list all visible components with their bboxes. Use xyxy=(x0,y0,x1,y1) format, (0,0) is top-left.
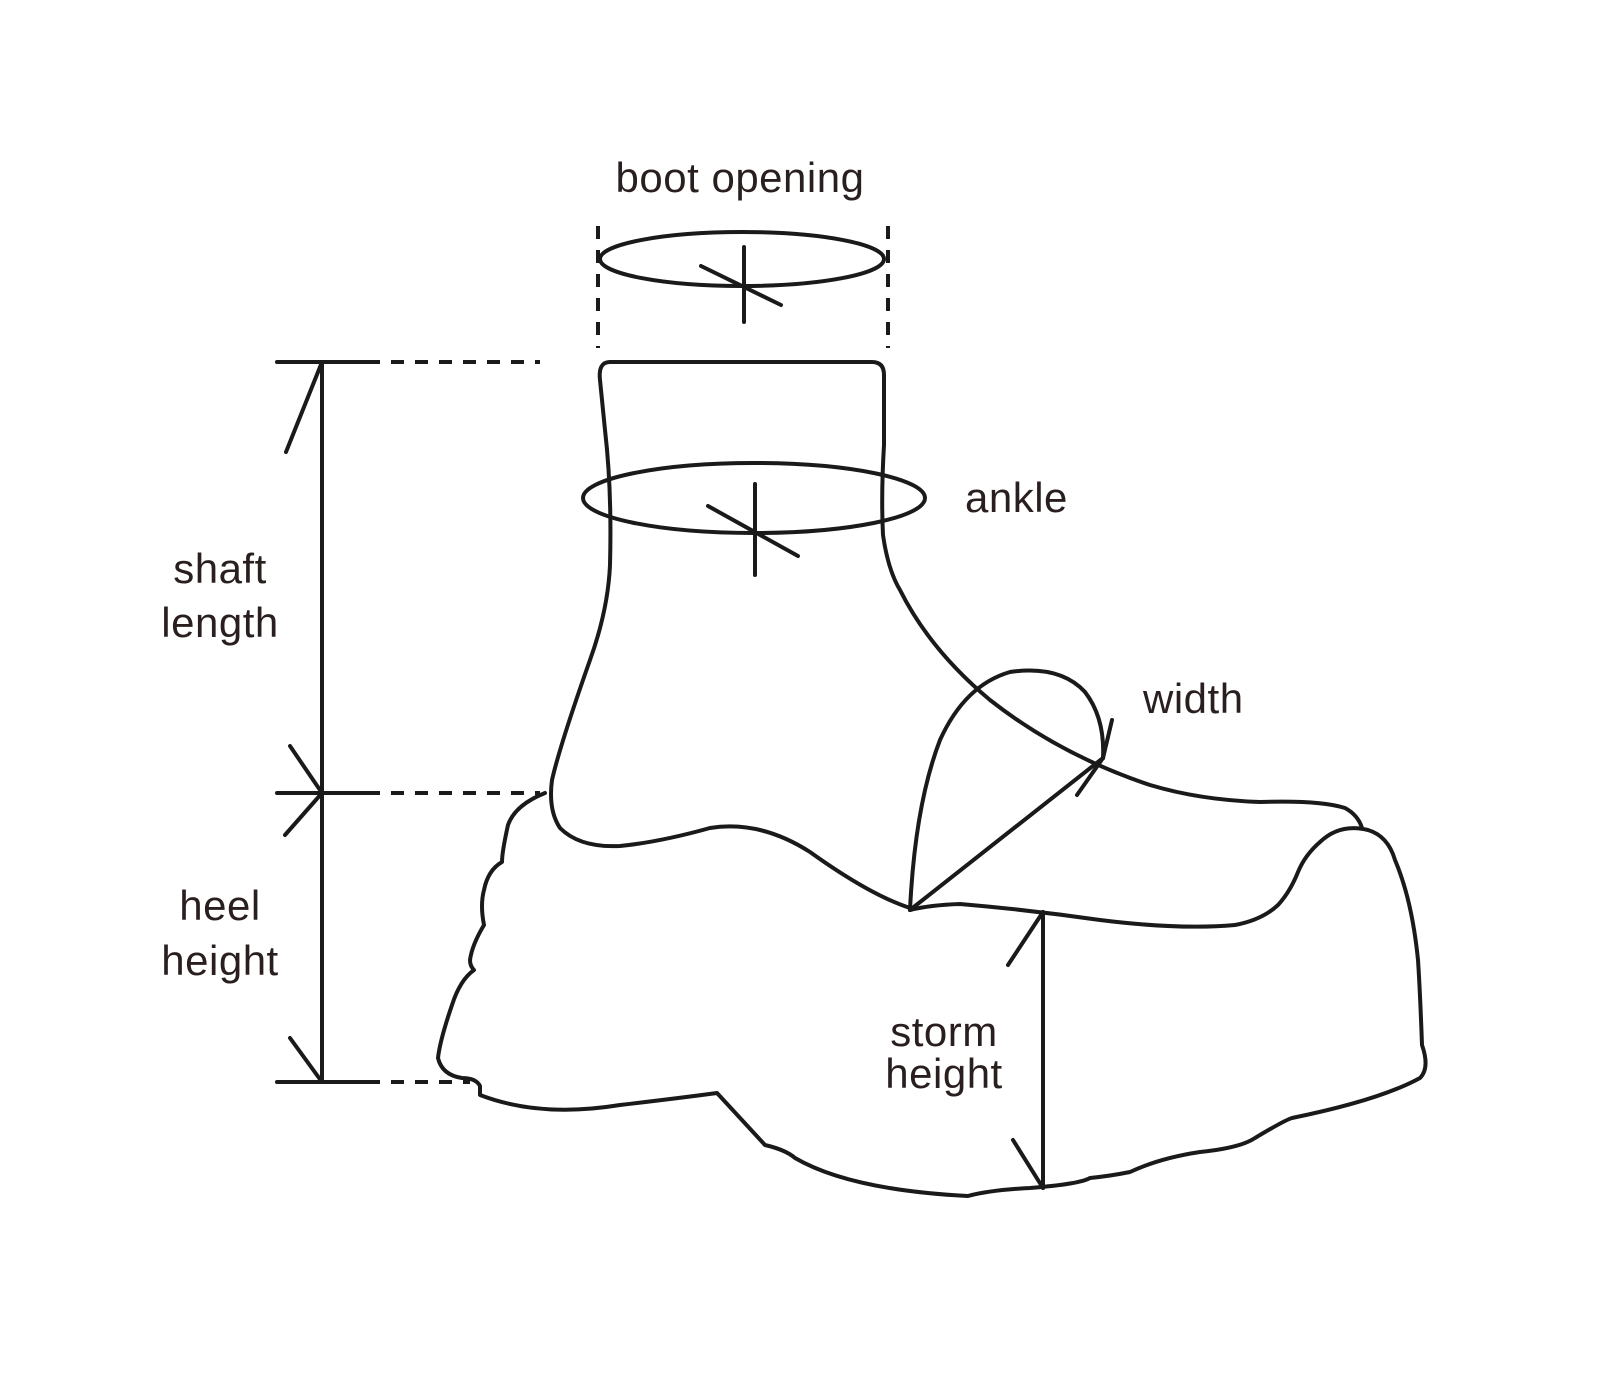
width-arrowhead-a xyxy=(1101,718,1114,760)
heel-height-label-line1: heel xyxy=(179,882,260,929)
boot-shaft-outline xyxy=(608,360,1364,830)
shaft-heel-dimension xyxy=(275,360,540,1084)
heel-top-arrowhead xyxy=(283,791,324,837)
storm-height-label-line1: storm xyxy=(890,1008,998,1055)
storm-height-measure xyxy=(1006,910,1045,1190)
shaft-length-label-line1: shaft xyxy=(173,545,267,592)
width-measure xyxy=(908,668,1114,912)
shaft-top-arrowhead xyxy=(284,360,324,454)
ankle-center-diagonal xyxy=(706,504,800,558)
heel-bottom-arrowhead xyxy=(288,1036,324,1084)
width-diagonal-line xyxy=(908,756,1105,912)
width-arrowhead-b xyxy=(1075,756,1105,797)
storm-height-top-arrowhead xyxy=(1006,910,1045,967)
ankle-measure xyxy=(581,461,927,577)
width-label: width xyxy=(1142,675,1244,722)
shaft-bottom-arrowhead xyxy=(288,744,324,795)
storm-height-bottom-arrowhead xyxy=(1011,1138,1045,1190)
ankle-label: ankle xyxy=(965,474,1068,521)
boot-heel-side-outline xyxy=(549,360,912,910)
storm-height-label-line2: height xyxy=(885,1050,1002,1097)
boot-outline xyxy=(436,360,1428,1198)
labels: boot opening ankle width shaft length he… xyxy=(161,154,1243,1097)
boot-opening-label: boot opening xyxy=(616,154,865,201)
boot-opening-center-diagonal xyxy=(699,264,783,307)
heel-height-label-line2: height xyxy=(161,937,278,984)
boot-sole-outline xyxy=(436,791,1428,1198)
width-curve xyxy=(908,668,1106,912)
boot-opening-measure xyxy=(596,226,890,348)
shaft-length-label-line2: length xyxy=(161,599,278,646)
